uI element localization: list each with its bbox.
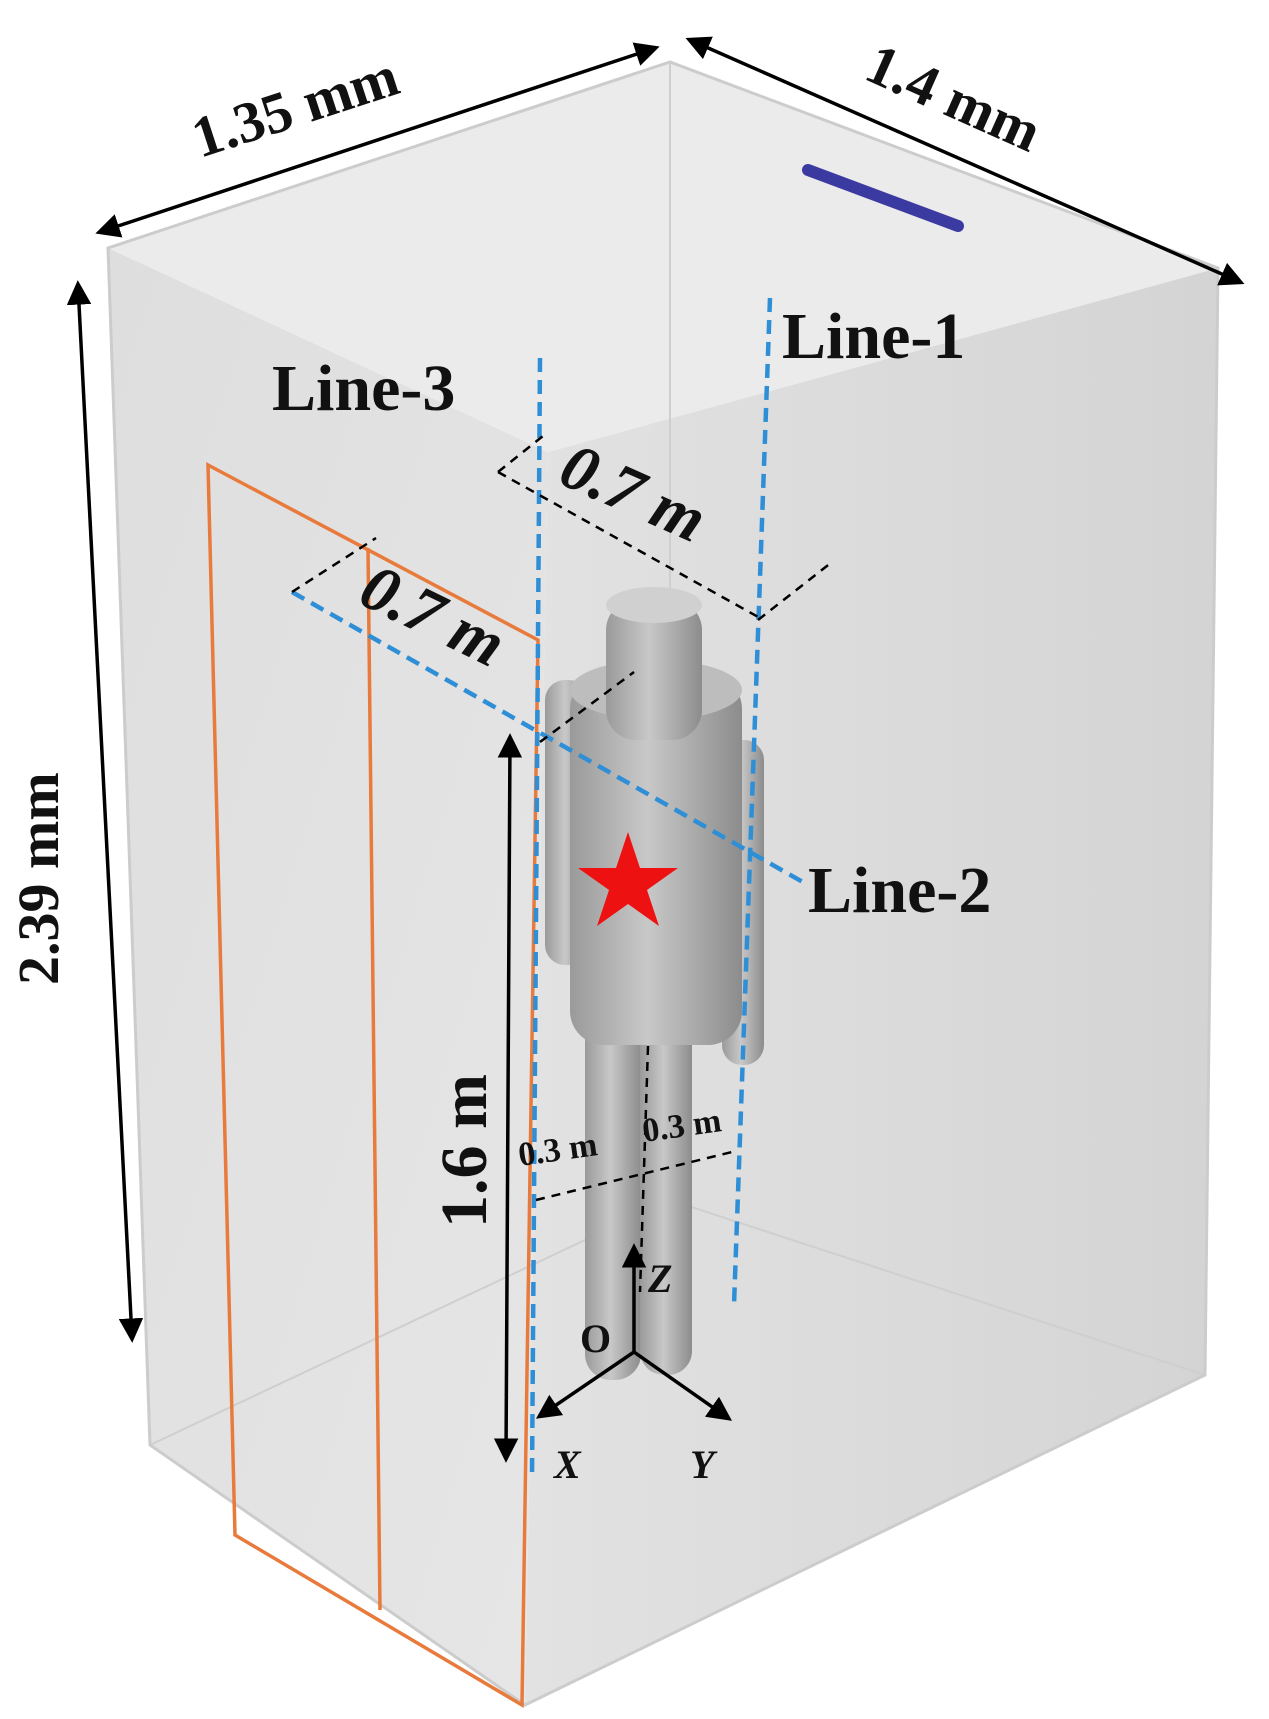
door-frame [206,462,540,1709]
origin-label: O [580,1316,611,1361]
room-left-face [108,248,548,1705]
width-arrow [95,42,660,238]
person-height-label: 1.6 m [428,1074,501,1228]
line-3-path [529,357,543,1479]
dimension-arrows [66,36,1245,1463]
z-axis-label: Z [647,1256,672,1301]
width-label: 1.35 mm [184,43,406,171]
source-star [578,832,678,926]
x-axis-label: X [552,1442,582,1487]
line-1-label: Line-1 [782,300,965,373]
line-3-label: Line-3 [272,352,455,425]
height-label: 2.39 mm [6,772,71,985]
line-2-path [290,590,810,887]
y-axis-label: Y [690,1442,718,1487]
depth-arrow [685,36,1245,286]
height-arrow [66,280,144,1343]
measurement-lines [290,297,810,1479]
x-axis [535,1350,635,1419]
mannequin [545,587,764,1380]
line-1-path [731,297,773,1306]
coordinate-axes [535,1243,733,1421]
line-2-label: Line-2 [808,854,991,927]
person-height-arrow [493,733,523,1463]
y-axis [632,1350,733,1421]
offset-indicators [291,431,833,1293]
